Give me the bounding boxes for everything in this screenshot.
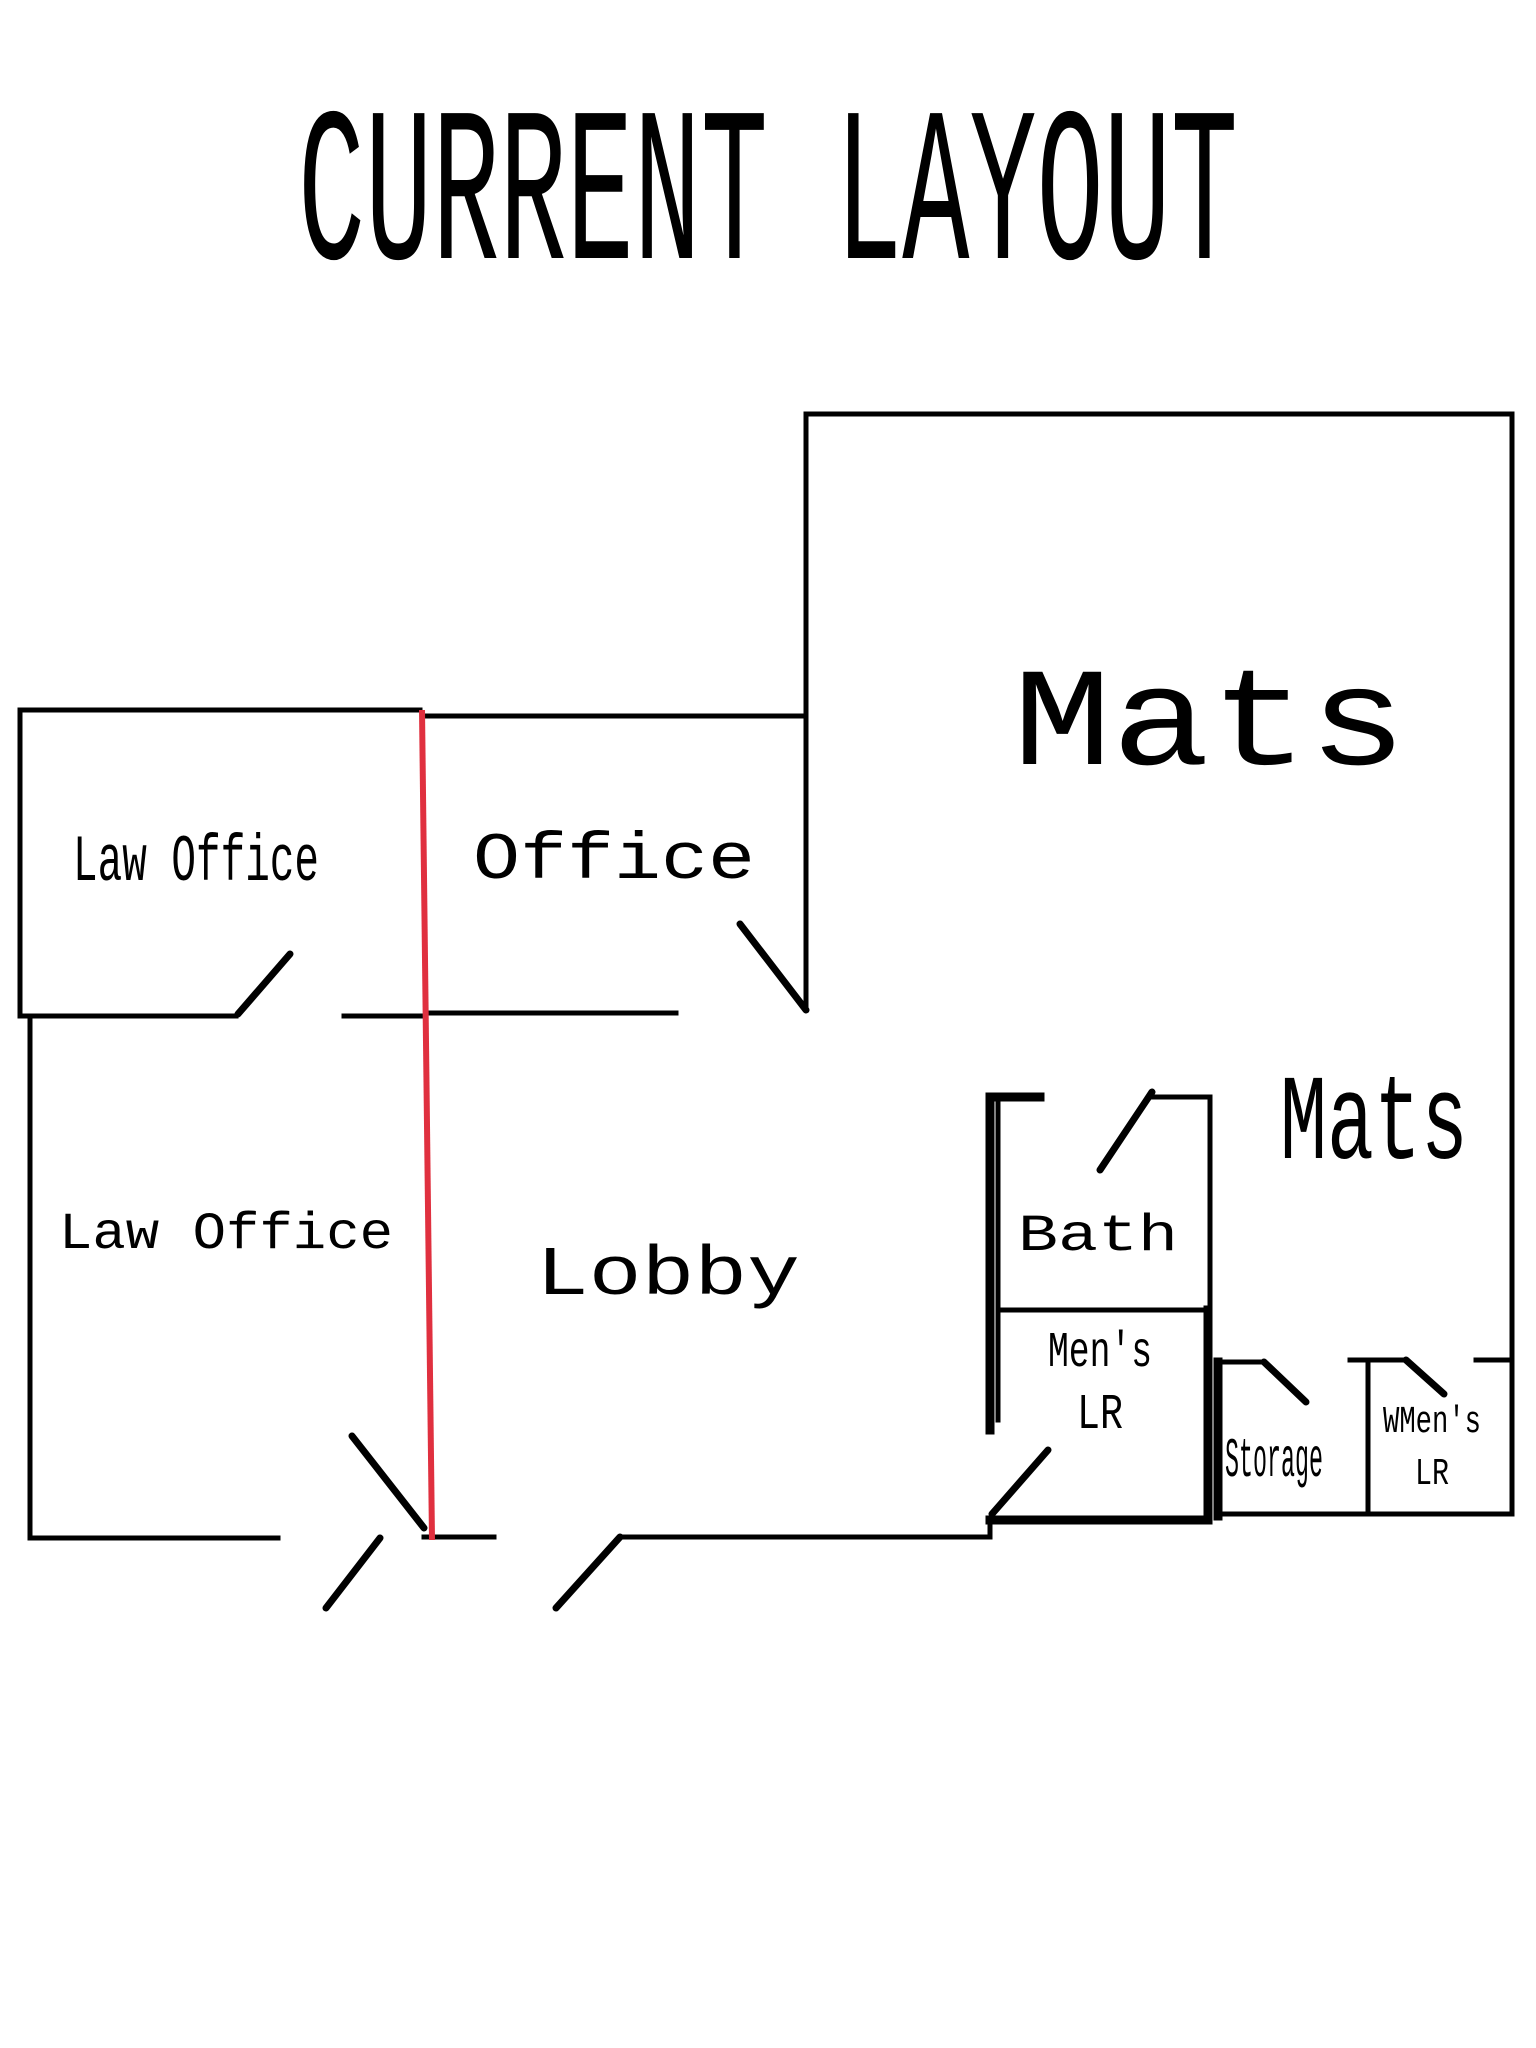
room-label-mats-secondary: Mats	[1280, 1056, 1468, 1195]
mens-lr-door	[988, 1446, 1052, 1518]
office-door	[736, 920, 810, 1014]
room-label-mens-lr-line1: Men's	[1048, 1325, 1152, 1382]
room-label-mens-lr-line2: LR	[1077, 1387, 1123, 1444]
storage-door	[1260, 1358, 1310, 1406]
bath-wall	[985, 1092, 1045, 1435]
room-label-mats-main: Mats	[1013, 648, 1407, 807]
bath-door	[1096, 1088, 1156, 1174]
room-label-storage: Storage	[1225, 1429, 1323, 1493]
room-label-womens-lr-line1: WMen's	[1383, 1401, 1481, 1444]
room-label-law-office-lower: Law Office	[59, 1205, 393, 1264]
entry-door-left	[322, 1534, 384, 1612]
mats-outer-wall	[803, 411, 1515, 1515]
room-labels: Law Office Office Mats Mats Law Office L…	[59, 648, 1481, 1496]
room-label-law-office-upper: Law Office	[73, 825, 319, 900]
law-office-lower-wall	[27, 1013, 281, 1541]
room-label-bath: Bath	[1018, 1207, 1178, 1266]
walls	[17, 411, 1515, 1541]
entry-door-right	[552, 1533, 624, 1612]
doors	[234, 920, 1448, 1612]
law-office-upper-wall	[17, 707, 423, 1019]
womens-lr-door	[1402, 1356, 1448, 1398]
room-label-lobby: Lobby	[536, 1237, 800, 1316]
law-office-upper-door	[234, 950, 294, 1018]
partition-line	[419, 709, 435, 1541]
lobby-west-door	[348, 1432, 428, 1532]
diagram-title: CURRENT LAYOUT	[298, 76, 1238, 325]
room-label-womens-lr-line2: LR	[1415, 1453, 1449, 1496]
room-label-office: Office	[473, 823, 755, 898]
